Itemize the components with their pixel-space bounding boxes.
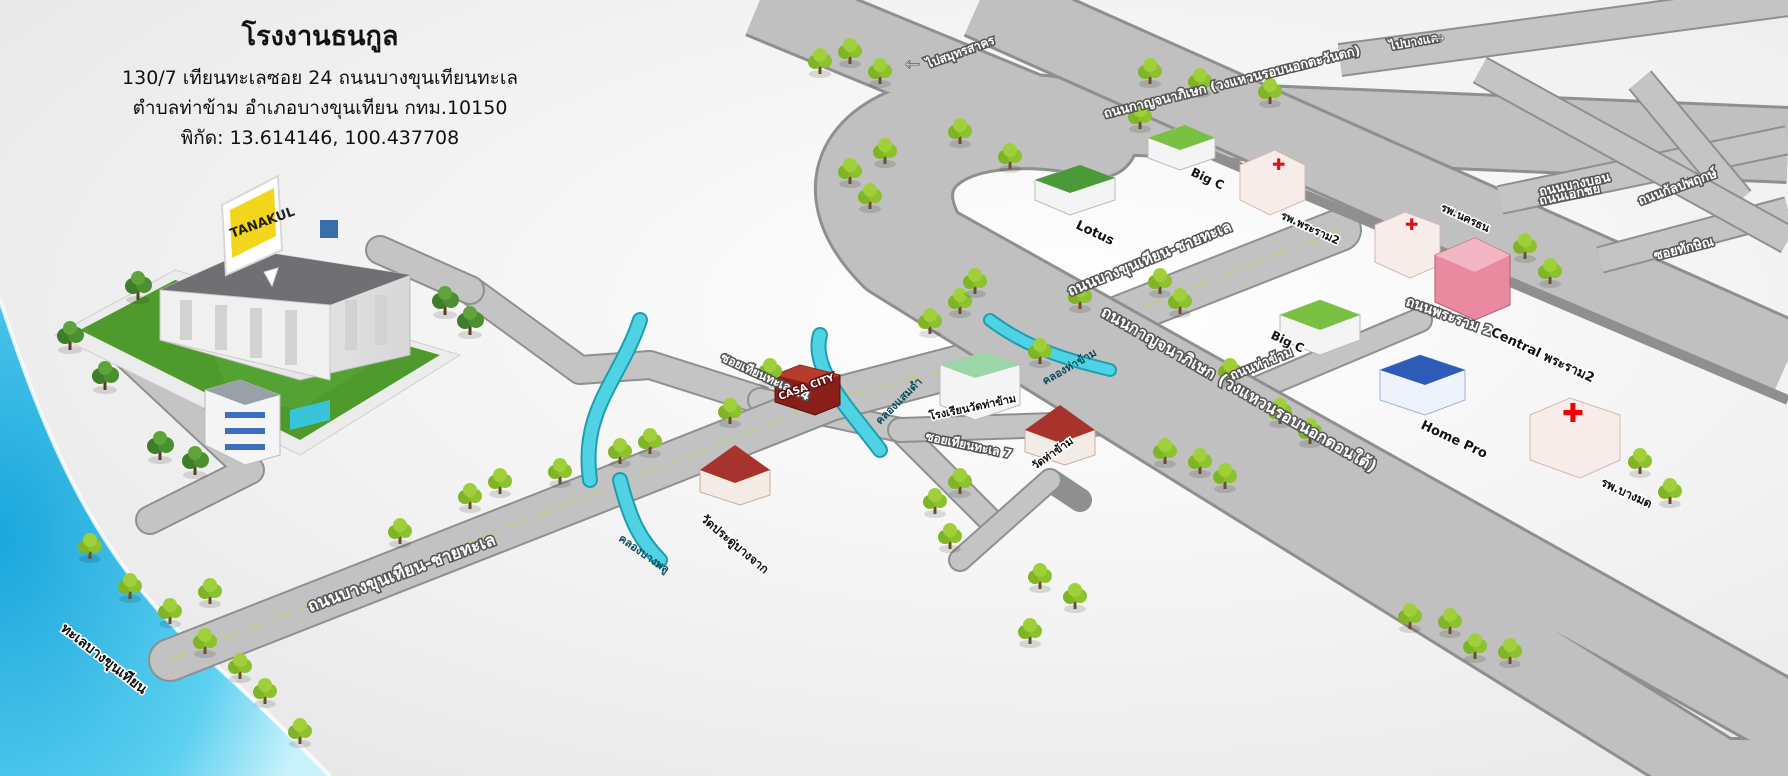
label-lotus: Lotus (1073, 218, 1116, 249)
label-hospital-bangmot: รพ.บางมด (1599, 475, 1655, 511)
label-central: Central พระราม2 (1488, 325, 1596, 386)
address-line-1: 130/7 เทียนทะเลซอย 24 ถนนบางขุนเทียนทะเล (122, 67, 518, 89)
svg-text:✚: ✚ (1405, 215, 1418, 234)
road-kanchanaphisek (745, 0, 1788, 776)
label-homepro: Home Pro (1418, 418, 1489, 462)
sea (0, 300, 330, 776)
arrow-right-icon: → (1430, 28, 1445, 49)
svg-text:✚: ✚ (1272, 155, 1285, 174)
label-bigc-north: Big C (1189, 165, 1227, 192)
company-title: โรงงานธนกูล (241, 21, 399, 52)
svg-text:✚: ✚ (1562, 399, 1584, 429)
factory-sign: TANAKUL (220, 174, 297, 288)
address-header: โรงงานธนกูล 130/7 เทียนทะเลซอย 24 ถนนบาง… (60, 14, 580, 153)
factory-compound (53, 220, 462, 466)
upper-roads (1337, 0, 1788, 274)
arrow-left-icon: ← (905, 54, 920, 75)
gps-coordinates: พิกัด: 13.614146, 100.437708 (180, 127, 460, 149)
label-wat-pradu: วัดประดู่บางจาก (697, 512, 771, 578)
address-line-2: ตำบลท่าข้าม อำเภอบางขุนเทียน กทม.10150 (132, 97, 508, 119)
buildings: ✚ ✚ ✚ (699, 124, 1621, 506)
